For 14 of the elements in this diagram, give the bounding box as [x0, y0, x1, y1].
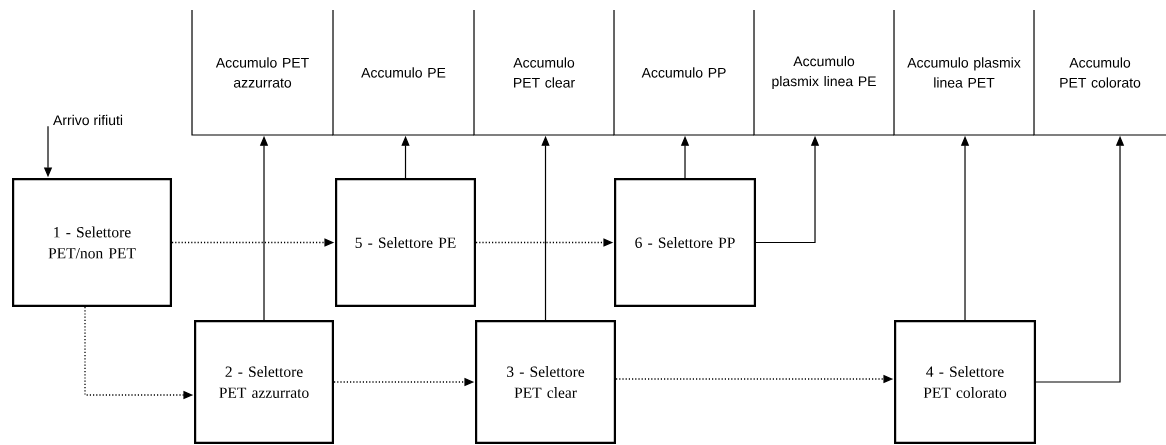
storage-compartment: Accumulo PET azzurrato — [191, 9, 334, 136]
selector-box: 1 - Selettore PET/non PET — [12, 178, 172, 307]
storage-compartment: Accumulo PE — [332, 9, 475, 136]
storage-compartment: Accumulo plasmix linea PET — [893, 9, 1035, 136]
selector-box: 3 - Selettore PET clear — [475, 320, 616, 444]
storage-compartment: Accumulo plasmix linea PE — [753, 9, 895, 136]
selector-box: 5 - Selettore PE — [335, 178, 476, 307]
input-label: Arrivo rifiuti — [53, 114, 123, 126]
selector-box: 2 - Selettore PET azzurrato — [194, 320, 334, 444]
storage-compartment: Accumulo PET colorato — [1033, 9, 1166, 136]
storage-compartment: Accumulo PET clear — [473, 9, 615, 136]
storage-compartment: Accumulo PP — [613, 9, 755, 136]
selector-box: 6 - Selettore PP — [614, 178, 756, 307]
selector-box: 4 - Selettore PET colorato — [894, 320, 1036, 444]
